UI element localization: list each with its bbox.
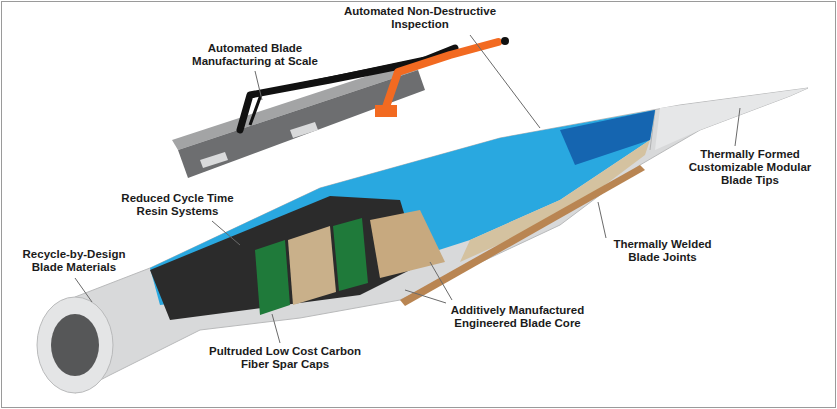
callout-label: Recycle-by-Design Blade Materials: [15, 248, 133, 274]
callout-label: Thermally Welded Blade Joints: [605, 238, 720, 264]
leader-line: [430, 262, 452, 300]
blade-tip: [655, 88, 808, 150]
callout-label: Additively Manufactured Engineered Blade…: [440, 304, 595, 330]
welded-seam: [400, 165, 645, 306]
leader-lines: [75, 35, 740, 343]
leader-line: [598, 202, 606, 238]
core-block: [288, 226, 336, 305]
blade-root: [37, 297, 113, 393]
robot-arm-orange: [385, 42, 498, 110]
callout-label: Reduced Cycle Time Resin Systems: [115, 192, 240, 218]
callout-label: Thermally Formed Customizable Modular Bl…: [680, 148, 820, 187]
inspection-probe: [501, 37, 509, 45]
callout-label: Pultruded Low Cost Carbon Fiber Spar Cap…: [200, 345, 370, 371]
blade-shell: [75, 88, 808, 393]
rail-slot: [200, 122, 318, 168]
robot-base: [375, 105, 397, 117]
leader-line: [405, 290, 446, 303]
spar-cap: [255, 240, 290, 315]
leader-line: [212, 221, 240, 245]
leader-line: [255, 71, 262, 100]
callout-label: Automated Blade Manufacturing at Scale: [190, 42, 320, 68]
spar-cap: [333, 218, 368, 291]
root-bore: [51, 314, 99, 376]
leader-line: [470, 35, 540, 128]
leader-line: [735, 108, 740, 146]
callout-label: Automated Non-Destructive Inspection: [340, 5, 500, 31]
leader-line: [272, 314, 280, 343]
leader-line: [75, 278, 92, 302]
